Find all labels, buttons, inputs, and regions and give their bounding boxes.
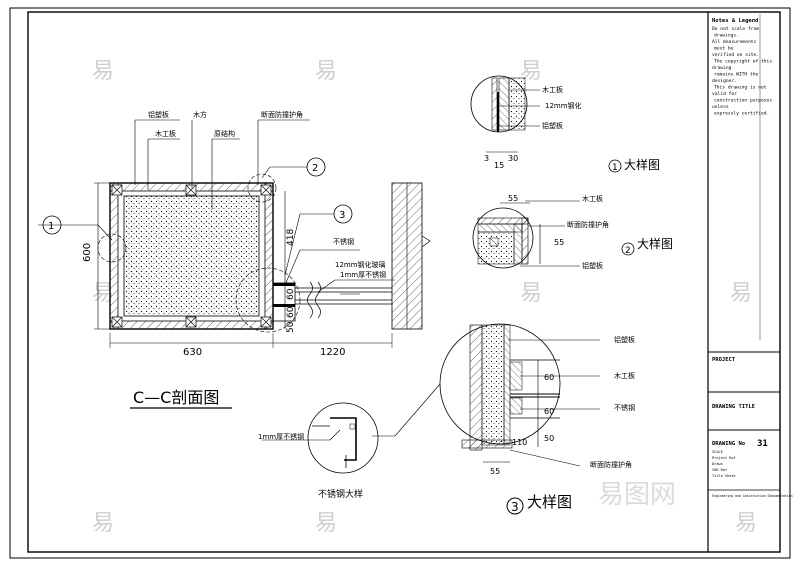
svg-text:418: 418 [286,229,296,246]
svg-text:木工板: 木工板 [542,85,563,94]
title-info-line: SCALE [712,450,723,454]
label-lvban: 铝塑板 [148,110,169,119]
svg-text:55: 55 [508,194,518,203]
watermark-glyph: 易 [92,281,114,306]
dim-right-span: 1220 [320,347,345,358]
note-line: The copyright of this [714,59,772,65]
note-line: remains WITH the [714,72,758,78]
dim-width: 630 [183,347,202,358]
svg-text:60: 60 [544,407,554,416]
svg-text:铝塑板: 铝塑板 [542,121,563,130]
title-info-line: Title Sheet [712,474,736,478]
title-info-line: Drawn [712,462,723,466]
title-info-line: Project Ref [712,456,736,460]
label-steel-sheet: 1mm厚不锈钢 [340,270,386,279]
steel-detail-caption: 不锈钢大样 [318,488,363,500]
label-mugongban: 木工板 [155,129,176,138]
note-line: designer. [712,78,737,84]
svg-text:2: 2 [625,246,631,256]
detail2-caption: 大样图 [637,236,673,251]
outer-border [9,7,791,559]
steel-detail: 1mm厚不锈钢 不锈钢大样 [258,402,379,500]
watermark-glyph: 易 [92,511,114,536]
svg-text:60: 60 [286,288,296,300]
svg-text:2: 2 [312,163,318,174]
svg-text:12mm钢化: 12mm钢化 [545,101,582,110]
note-line: drawings. [714,33,739,39]
watermark-glyph: 易 [315,511,337,536]
note-line: This drawing is not [714,85,767,91]
svg-text:木工板: 木工板 [582,194,603,203]
svg-text:50: 50 [544,434,554,443]
svg-text:断面防撞护角: 断面防撞护角 [567,220,609,229]
label-corner: 断面防撞护角 [261,110,303,119]
label-yuanjiegou: 原结构 [214,129,235,138]
svg-text:60: 60 [286,306,296,318]
svg-text:30: 30 [508,154,518,163]
svg-text:木工板: 木工板 [614,371,635,380]
svg-text:断面防撞护角: 断面防撞护角 [590,460,632,469]
inner-border [27,11,781,553]
label-glass: 12mm钢化玻璃 [335,260,386,269]
svg-text:55: 55 [554,238,564,247]
title-info-line: CHK Ref [712,468,727,472]
label-stainless: 不锈钢 [333,237,354,246]
watermark-brand: 易图网 [598,480,676,510]
note-line: Do not scale from [712,26,759,32]
notes-title: Notes & Legend [712,18,758,24]
watermark-glyph: 易 [735,511,757,536]
svg-text:铝塑板: 铝塑板 [614,335,635,344]
note-line: expressly certified. [714,111,769,117]
svg-text:110: 110 [512,438,527,447]
watermark-glyph: 易 [315,59,337,84]
svg-text:不锈钢: 不锈钢 [614,403,635,412]
section-cc: 1 2 3 铝塑板 木工板 木方 原结构 断面防撞护角 不锈钢 12mm钢化玻璃… [38,110,431,409]
note-line: verified on site. [712,52,759,58]
detail-3: 60 60 50 110 55 铝塑板 木工板 不锈钢 断面防撞护角 3 大样图 [372,323,635,515]
watermark-glyph: 易 [92,59,114,84]
note-line: unless [712,104,729,110]
svg-text:1: 1 [612,163,618,173]
svg-text:15: 15 [494,161,504,170]
svg-text:3: 3 [511,500,519,514]
detail3-caption: 大样图 [527,493,572,511]
svg-text:50: 50 [286,321,296,333]
detail-2: 55 55 木工板 断面防撞护角 铝塑板 2 大样图 [472,194,673,270]
detail1-caption: 大样图 [624,157,660,172]
note-line: drawing [712,65,732,71]
title-block: Notes & Legend Do not scale fromdrawings… [707,12,793,552]
watermark-glyph: 易 [520,59,542,84]
svg-text:1: 1 [48,221,54,232]
note-line: must be [714,46,734,52]
watermark-glyph: 易 [520,281,542,306]
label-mufang: 木方 [193,110,207,119]
svg-text:60: 60 [544,373,554,382]
drawing-number: 31 [757,439,768,449]
watermark-layer: 易 易 易 易 易 易 易 易 易 易图网 [92,59,757,536]
svg-text:铝塑板: 铝塑板 [582,261,603,270]
project-label: PROJECT [712,357,736,363]
svg-text:55: 55 [490,467,500,476]
drawing-title-label: DRAWING TITLE [712,404,755,410]
dim-height: 600 [82,243,93,262]
note-line: All measurements [712,39,756,45]
section-title: C—C剖面图 [133,388,219,407]
note-line: valid for [712,91,737,97]
svg-text:3: 3 [484,154,489,163]
watermark-glyph: 易 [730,281,752,306]
title-footer: Engineering and Construction Documentati… [712,494,793,498]
drawing-no-label: DRAWING No [712,441,746,447]
detail-1: 木工板 12mm钢化 铝塑板 3 30 15 1 大样图 [470,75,660,173]
note-line: construction purposes [714,98,772,104]
svg-text:3: 3 [339,210,345,221]
steel-detail-label: 1mm厚不锈钢 [258,432,304,441]
